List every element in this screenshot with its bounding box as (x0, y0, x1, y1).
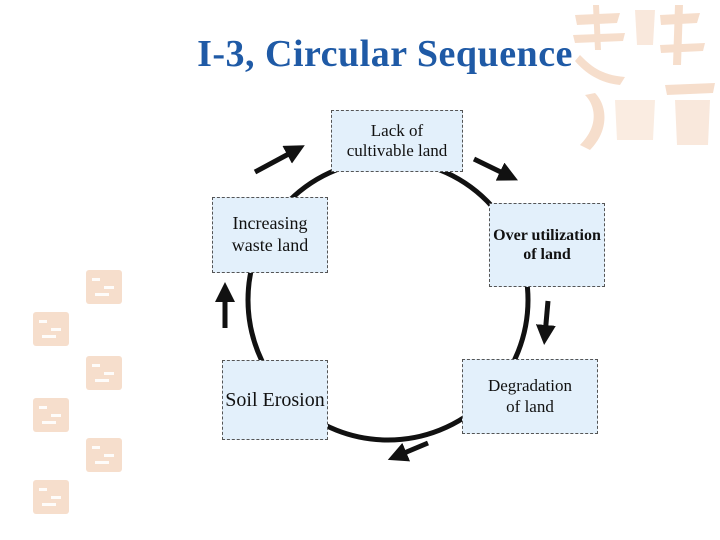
arrow-lack-to-over (472, 156, 518, 181)
node-degradation-of-land: Degradation of land (462, 359, 598, 434)
node-over-utilization-of-land: Over utilization of land (489, 203, 605, 287)
arrow-degradation-to-erosion (387, 440, 429, 462)
calligraphy-decoration (573, 5, 715, 150)
node-increasing-waste-land: Increasing waste land (212, 197, 328, 273)
page-title: I-3, Circular Sequence (197, 33, 573, 75)
node-label: Degradation of land (487, 376, 573, 416)
node-label: Lack of cultivable land (346, 120, 448, 160)
arrow-waste-to-lack (253, 145, 305, 175)
node-soil-erosion: Soil Erosion (222, 360, 328, 440)
node-label: Over utilization of land (493, 226, 601, 263)
arrow-over-to-degradation (535, 300, 556, 345)
node-label: Soil Erosion (225, 389, 325, 411)
node-label: Increasing waste land (231, 213, 309, 255)
node-lack-of-cultivable-land: Lack of cultivable land (331, 110, 463, 172)
